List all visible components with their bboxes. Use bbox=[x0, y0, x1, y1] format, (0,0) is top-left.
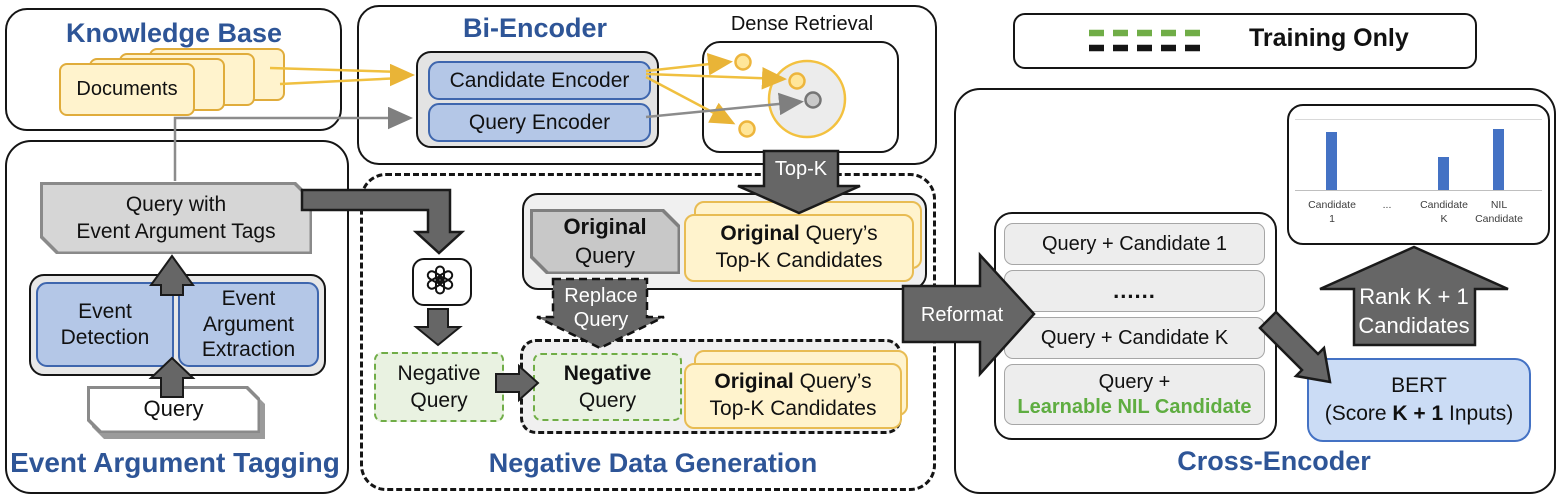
original-pair-container: Original Query Original Query’s Top-K Ca… bbox=[522, 193, 927, 290]
negative-query1-line2: Query bbox=[410, 389, 468, 412]
dense-retrieval-box bbox=[702, 41, 899, 153]
knowledge-base-box: Knowledge Base Documents bbox=[5, 8, 342, 131]
documents-label: Documents bbox=[76, 78, 178, 100]
topk2-line2: Top-K Candidates bbox=[709, 397, 877, 420]
event-argument-tagging-box: Event Argument Tagging Query with Event … bbox=[5, 140, 349, 494]
bi-encoder-title: Bi-Encoder bbox=[462, 13, 608, 43]
negative-query-box-1: Negative Query bbox=[374, 352, 504, 422]
input-row-k: Query + Candidate K bbox=[1004, 317, 1265, 359]
bert-title: BERT bbox=[1391, 373, 1447, 397]
input-row-1: Query + Candidate 1 bbox=[1004, 223, 1265, 265]
documents-card-front: Documents bbox=[59, 63, 195, 116]
event-argument-extraction-box: Event Argument Extraction bbox=[178, 282, 319, 367]
input-row-k-label: Query + Candidate K bbox=[1040, 326, 1229, 349]
original-query-tag: Original Query bbox=[530, 209, 680, 274]
query-encoder-box: Query Encoder bbox=[428, 103, 651, 142]
query-encoder-label: Query Encoder bbox=[468, 110, 611, 134]
negative-pair-container: Negative Query Original Query’s Top-K Ca… bbox=[520, 339, 908, 434]
input-row-nil-line1: Query + bbox=[1098, 370, 1171, 393]
llm-generator-box bbox=[412, 258, 472, 306]
input-row-ellipsis: ...... bbox=[1004, 270, 1265, 312]
encoders-container: Candidate Encoder Query Encoder bbox=[416, 51, 659, 148]
negative-data-generation-box: Negative Data Generation bbox=[360, 173, 936, 491]
event-detection-label: Event Detection bbox=[60, 299, 150, 349]
input-row-nil-line2: Learnable NIL Candidate bbox=[1017, 395, 1252, 418]
rank-candidates-arrow-label: Rank K + 1 Candidates bbox=[1358, 284, 1470, 338]
score-bar-candidate-k bbox=[1438, 157, 1449, 190]
negative-query2-line2: Query bbox=[578, 389, 637, 412]
bert-sub-post: Inputs) bbox=[1443, 402, 1514, 425]
event-argument-tagging-title: Event Argument Tagging bbox=[10, 447, 340, 478]
bert-subtitle: (Score K + 1 Inputs) bbox=[1325, 400, 1514, 428]
negative-query-box-2: Negative Query bbox=[533, 353, 682, 421]
negative-query2-line1: Negative bbox=[563, 361, 652, 385]
topk-candidates-card: Original Query’s Top-K Candidates bbox=[684, 214, 914, 282]
replace-query-arrow-label: Replace Query bbox=[564, 285, 638, 332]
query-with-tags-tag: Query with Event Argument Tags bbox=[40, 182, 312, 254]
cross-encoder-title: Cross-Encoder bbox=[1177, 446, 1371, 476]
knowledge-base-title: Knowledge Base bbox=[65, 18, 283, 48]
topk-line1-rest: Query’s bbox=[799, 222, 878, 246]
training-only-legend: Training Only bbox=[1013, 13, 1477, 69]
bi-encoder-box: Bi-Encoder Candidate Encoder Query Encod… bbox=[357, 5, 937, 165]
openai-logo-icon bbox=[426, 265, 454, 295]
top-k-arrow-label: Top-K bbox=[774, 158, 828, 180]
topk-candidates2-card: Original Query’s Top-K Candidates bbox=[684, 363, 902, 429]
query-label: Query bbox=[143, 396, 204, 422]
score-chart-plot bbox=[1295, 119, 1542, 191]
score-bar-nil bbox=[1493, 129, 1504, 190]
event-modules-container: Event Detection Event Argument Extractio… bbox=[29, 274, 326, 376]
training-only-dash-icon bbox=[1089, 29, 1201, 52]
query-tag: Query bbox=[87, 386, 260, 433]
bert-box: BERT (Score K + 1 Inputs) bbox=[1307, 358, 1531, 442]
reformat-arrow-label: Reformat bbox=[920, 304, 1004, 326]
dense-retrieval-label: Dense Retrieval bbox=[730, 13, 874, 35]
input-row-1-label: Query + Candidate 1 bbox=[1041, 232, 1228, 255]
bert-sub-bold: K + 1 bbox=[1392, 402, 1444, 425]
chart-xlabel-ellipsis: ... bbox=[1382, 199, 1392, 211]
event-detection-box: Event Detection bbox=[36, 282, 174, 367]
original-query-line2: Query bbox=[575, 242, 635, 268]
topk2-line1-bold: Original bbox=[714, 370, 794, 394]
negative-data-generation-title: Negative Data Generation bbox=[488, 448, 818, 478]
training-only-label: Training Only bbox=[1249, 24, 1409, 52]
topk-line1-bold: Original bbox=[720, 222, 800, 246]
event-argument-extraction-label: Event Argument Extraction bbox=[201, 287, 296, 362]
negative-query1-line1: Negative bbox=[397, 361, 481, 385]
score-bar-candidate-1 bbox=[1326, 132, 1337, 190]
candidate-encoder-box: Candidate Encoder bbox=[428, 61, 651, 100]
input-row-ellipsis-label: ...... bbox=[1113, 278, 1156, 304]
topk2-line1-rest: Query’s bbox=[793, 370, 872, 394]
query-with-tags-line2: Event Argument Tags bbox=[76, 220, 276, 243]
bert-sub-pre: (Score bbox=[1324, 402, 1393, 425]
query-with-tags-line1: Query with bbox=[125, 192, 227, 216]
reranker-inputs-container: Query + Candidate 1 ...... Query + Candi… bbox=[994, 212, 1277, 440]
original-query-line1: Original bbox=[563, 213, 647, 239]
topk-line2: Top-K Candidates bbox=[715, 249, 883, 272]
input-row-nil: Query + Learnable NIL Candidate bbox=[1004, 364, 1265, 425]
candidate-encoder-label: Candidate Encoder bbox=[449, 68, 630, 92]
